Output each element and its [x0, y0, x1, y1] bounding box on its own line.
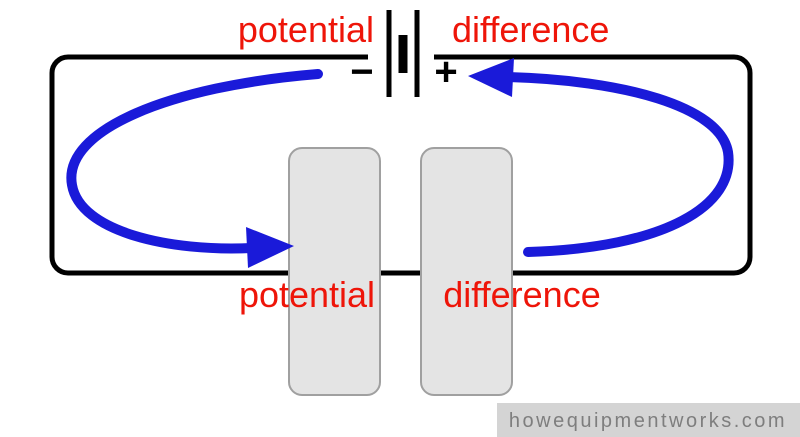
label-bottom-potential: potential [239, 274, 375, 315]
battery-minus-sign: − [350, 50, 373, 94]
label-bottom-difference: difference [443, 274, 600, 315]
electrode-plate-left [288, 147, 381, 396]
current-arrowhead-left-icon [246, 227, 294, 268]
battery-plus-sign: + [434, 50, 457, 94]
current-arrowhead-right-icon [468, 58, 514, 97]
electrode-plate-right [420, 147, 513, 396]
current-arrow-right [502, 72, 734, 257]
label-top-potential: potential [238, 9, 374, 50]
label-top-difference: difference [452, 9, 609, 50]
watermark-text: howequipmentworks.com [509, 410, 787, 432]
watermark-bar [497, 403, 800, 437]
current-arrow-left [66, 69, 323, 254]
battery-icon: − + [350, 10, 458, 97]
